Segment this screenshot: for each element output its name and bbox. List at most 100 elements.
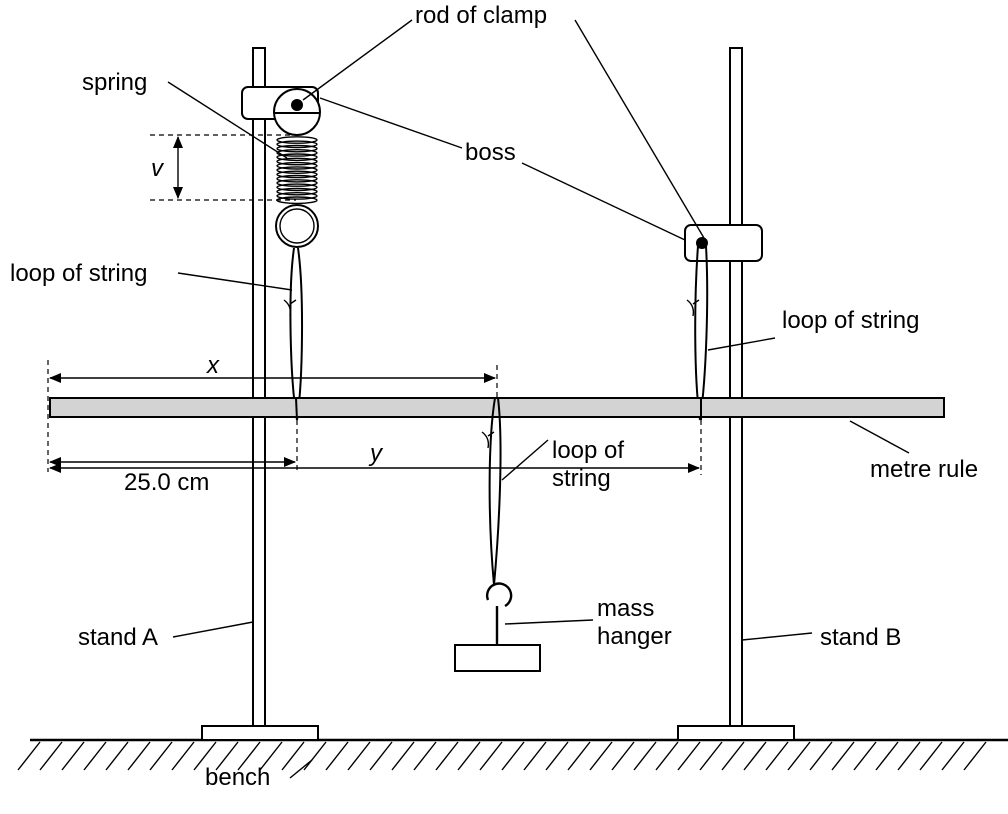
bench-hatch-line: [457, 741, 481, 771]
spring-bottom-ring: [275, 204, 319, 248]
loop-left-knot: [283, 299, 297, 317]
bench-hatch-line: [677, 741, 701, 771]
stand-b: [677, 47, 795, 741]
stand-b-base: [677, 725, 795, 741]
bench-hatch-line: [325, 741, 349, 771]
bench-hatch-line: [237, 741, 261, 771]
bench-hatch-line: [435, 741, 459, 771]
leader-loop-middle: [501, 439, 549, 481]
bench-hatch-line: [743, 741, 767, 771]
label-loop-of-string-right: loop of string: [782, 307, 919, 334]
bench-hatch-line: [655, 741, 679, 771]
bench-hatch-line: [611, 741, 635, 771]
leader-boss-a: [319, 97, 463, 149]
bench-hatch-line: [369, 741, 393, 771]
bench-hatch-line: [919, 741, 943, 771]
bench-hatch-line: [765, 741, 789, 771]
loop-left-string: [289, 247, 304, 421]
spring-coil: [276, 187, 318, 196]
bench-hatch-line: [39, 741, 63, 771]
bench-hatch-line: [149, 741, 173, 771]
loop-right: [686, 245, 709, 421]
leader-lines: [167, 19, 910, 779]
spring-coil: [276, 166, 318, 175]
loop-right-knot: [686, 299, 700, 317]
leader-stand-a: [172, 621, 254, 638]
bench-hatch-line: [699, 741, 723, 771]
label-loop-of-string-left: loop of string: [10, 260, 147, 287]
bench: [17, 738, 1008, 771]
label-x: x: [206, 352, 220, 379]
leader-mass-hanger: [504, 619, 594, 625]
bench-hatch-line: [215, 741, 239, 771]
bench-hatch-line: [17, 741, 41, 771]
bench-hatch-line: [787, 741, 811, 771]
clamp-rod-dot-b: [696, 237, 708, 249]
stand-b-rod: [729, 47, 743, 727]
bench-hatch-line: [853, 741, 877, 771]
spring-bottom-ring-inner: [279, 208, 315, 244]
stand-a: [201, 47, 319, 741]
loop-middle-string: [488, 397, 502, 586]
spring-coils: [276, 136, 318, 205]
mass-hanger: [454, 582, 541, 672]
label-25cm: 25.0 cm: [124, 469, 209, 496]
boss-a: [241, 86, 321, 136]
spring-coil: [276, 179, 318, 187]
label-loop-of-string-middle-1: loop of: [552, 437, 624, 464]
bench-hatch-line: [171, 741, 195, 771]
label-y: y: [368, 440, 384, 467]
label-mass-hanger-2: hanger: [597, 623, 672, 650]
distance-markers: [47, 360, 702, 475]
loop-right-string: [694, 245, 709, 421]
bench-hatch-line: [303, 741, 327, 771]
bench-hatch-line: [127, 741, 151, 771]
bench-hatch-line: [831, 741, 855, 771]
bench-hatch-line: [941, 741, 965, 771]
label-mass-hanger-1: mass: [597, 595, 654, 622]
spring: [275, 136, 319, 248]
label-spring: spring: [82, 69, 147, 96]
loop-middle-knot: [481, 431, 495, 449]
bench-hatch-line: [259, 741, 283, 771]
clamp-rod-dot-a: [291, 99, 303, 111]
leader-bench: [289, 759, 313, 779]
label-rod-of-clamp: rod of clamp: [415, 2, 547, 29]
label-metre-rule: metre rule: [870, 456, 978, 483]
spring-coil: [276, 148, 318, 157]
leader-rod-of-clamp-a: [302, 19, 413, 101]
bench-hatch-line: [347, 741, 371, 771]
bench-hatch-line: [567, 741, 591, 771]
boss-b-block: [684, 224, 763, 262]
bench-hatch-line: [809, 741, 833, 771]
leader-metre-rule: [849, 420, 910, 454]
spring-coil: [276, 157, 318, 166]
bench-hatch-line: [963, 741, 987, 771]
boss-b: [684, 224, 763, 262]
v-extension-marker: [150, 134, 296, 201]
leader-rod-of-clamp-b: [574, 19, 705, 239]
bench-hatch-line: [105, 741, 129, 771]
leader-loop-left: [177, 272, 293, 291]
mass-hanger-base: [454, 644, 541, 672]
spring-coil: [276, 196, 318, 205]
spring-coil: [276, 153, 318, 162]
loop-middle: [481, 397, 502, 586]
bench-hatching: [17, 741, 987, 771]
leader-boss-b: [521, 162, 686, 241]
bench-hatch-line: [479, 741, 503, 771]
bench-hatch-line: [193, 741, 217, 771]
bench-hatch-line: [545, 741, 569, 771]
bench-hatch-line: [523, 741, 547, 771]
bench-hatch-line: [501, 741, 525, 771]
spring-coil: [276, 161, 318, 170]
leader-stand-b: [741, 632, 813, 641]
stand-a-base: [201, 725, 319, 741]
bench-hatch-line: [281, 741, 305, 771]
spring-coil: [276, 140, 318, 149]
bench-hatch-line: [589, 741, 613, 771]
loop-left-over-rule: [295, 397, 298, 421]
bench-hatch-line: [83, 741, 107, 771]
bench-hatch-line: [633, 741, 657, 771]
